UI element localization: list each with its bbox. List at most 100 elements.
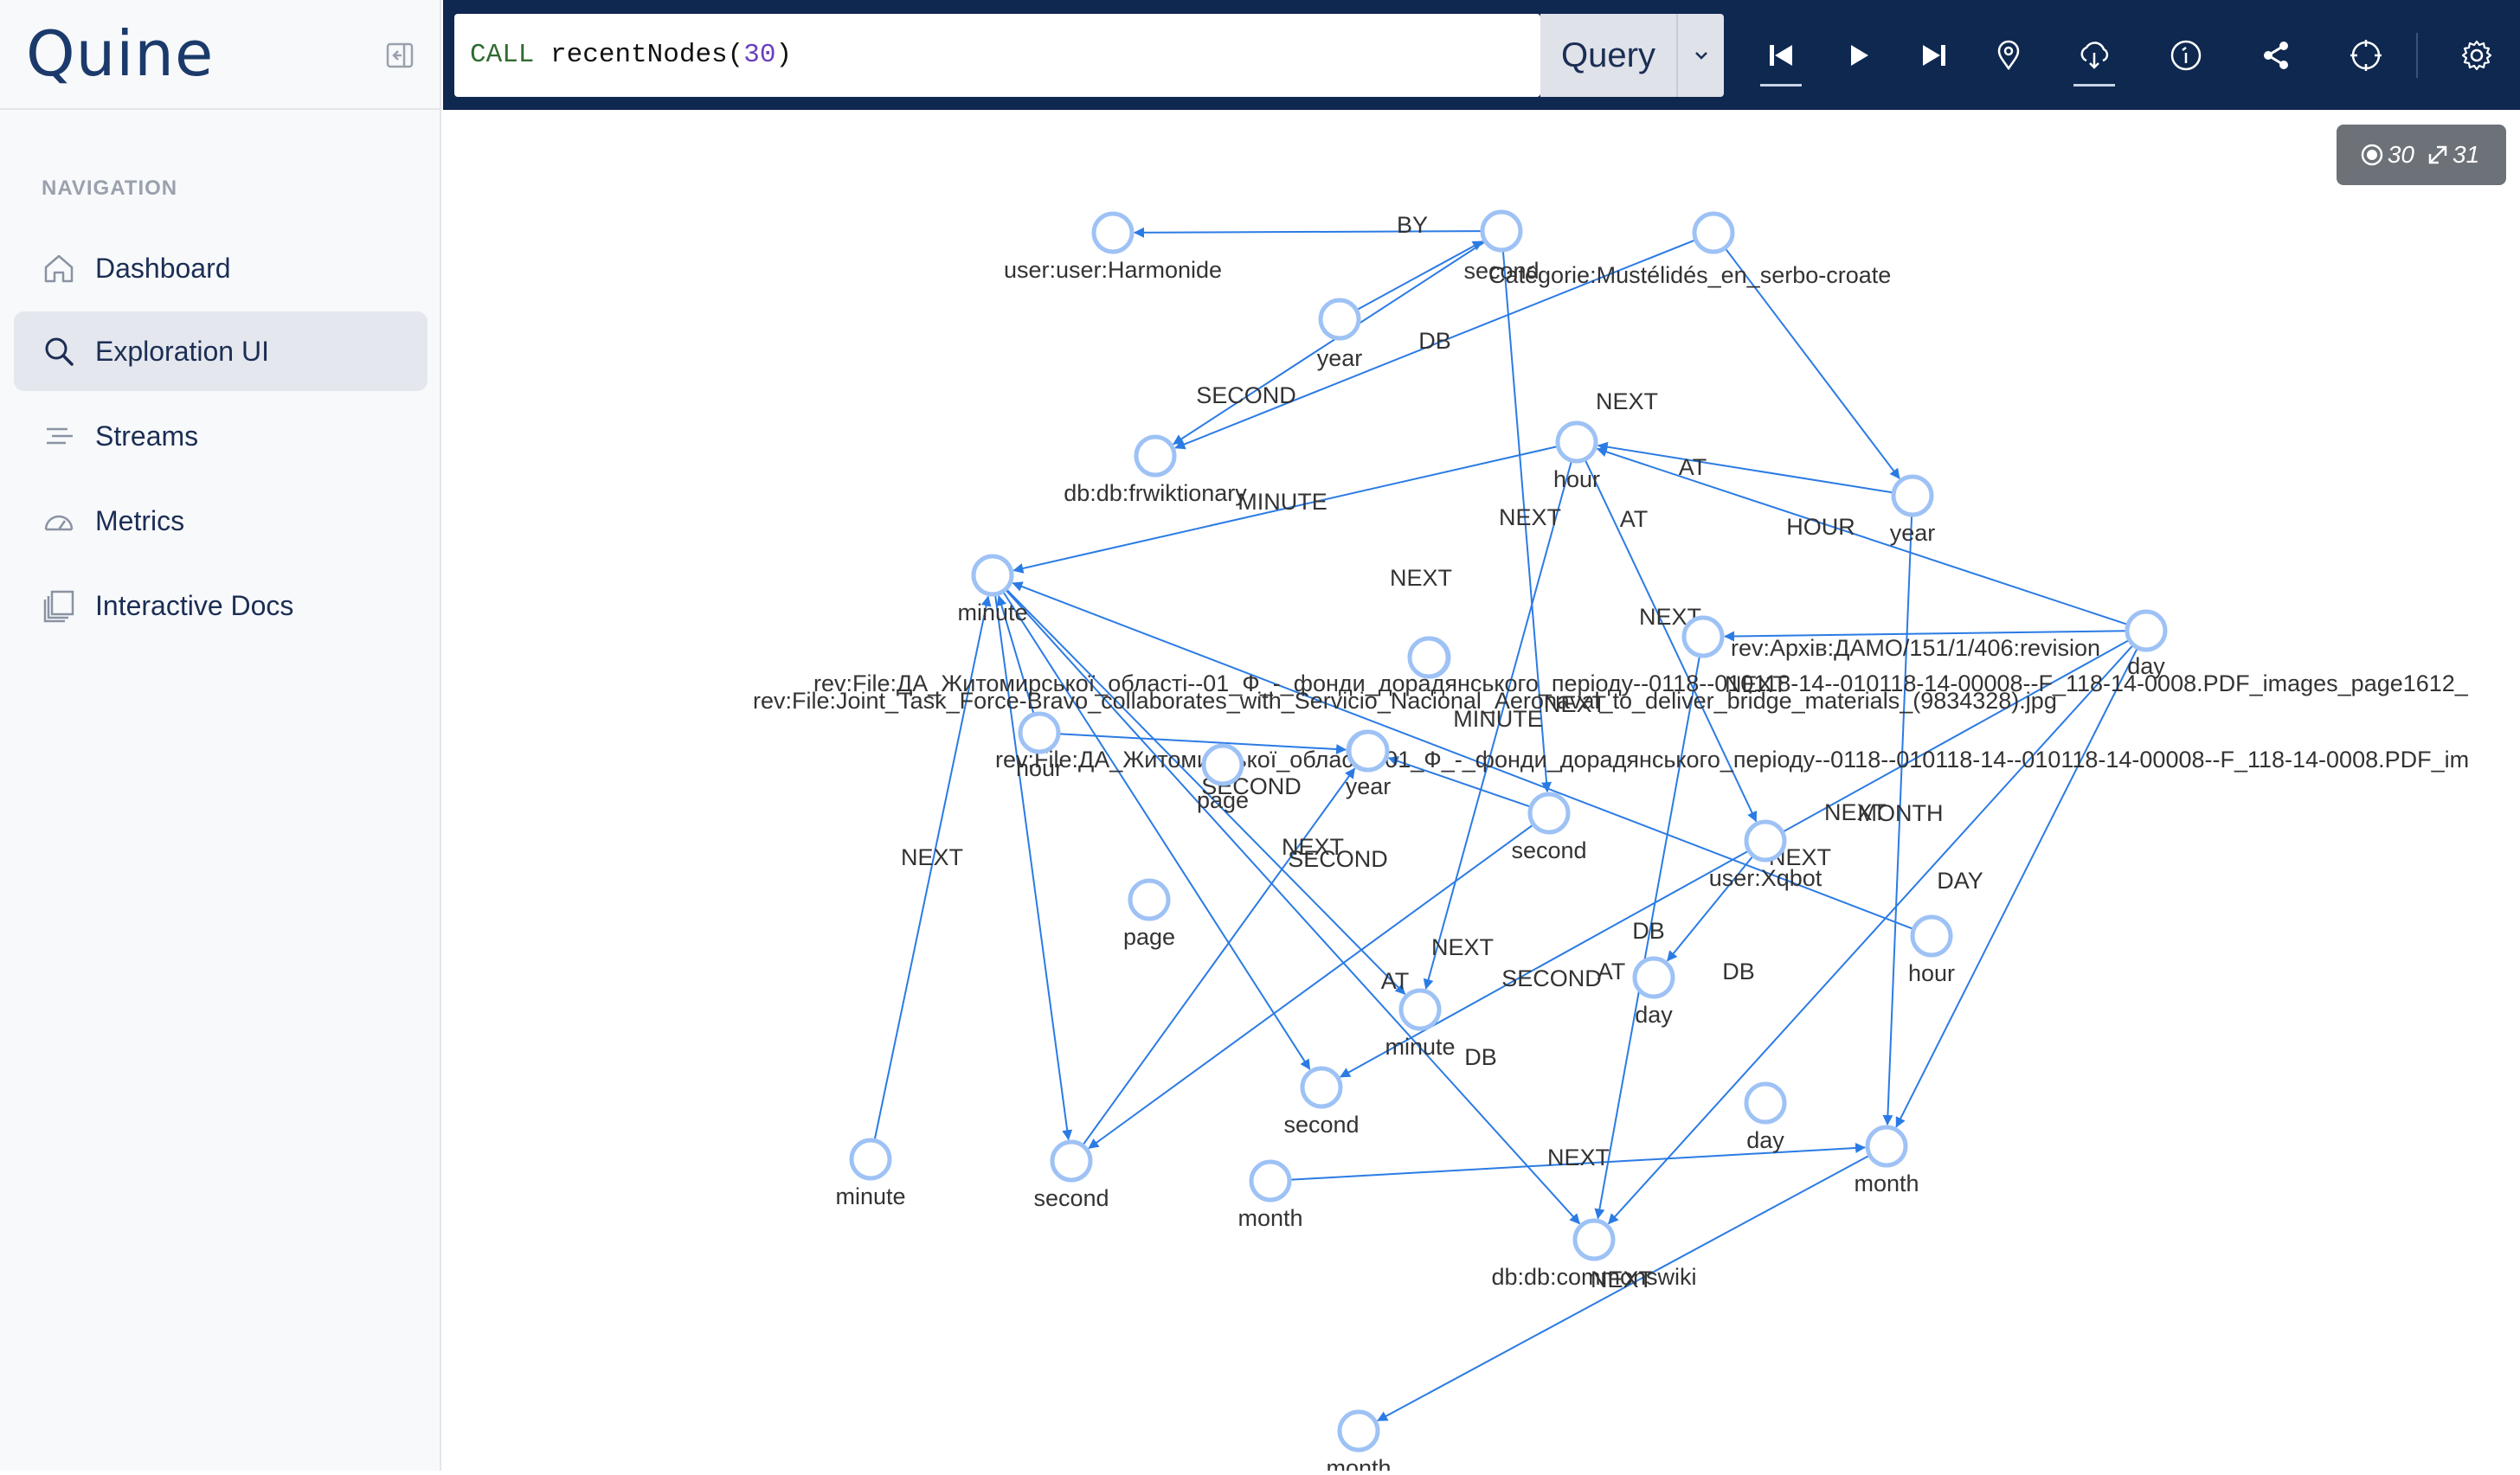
node-circle[interactable] bbox=[1091, 211, 1135, 254]
nav-item-streams[interactable]: Streams bbox=[14, 396, 428, 476]
node-circle[interactable] bbox=[1398, 988, 1442, 1031]
node-circle[interactable] bbox=[971, 554, 1014, 597]
nav-item-dashboard[interactable]: Dashboard bbox=[14, 228, 428, 308]
graph-node[interactable]: minute bbox=[835, 1138, 906, 1209]
graph-edge[interactable] bbox=[1173, 240, 1487, 446]
graph-node[interactable]: user:user:Harmonide bbox=[1004, 211, 1222, 283]
graph-node[interactable]: hour bbox=[1908, 914, 1955, 986]
node-circle[interactable] bbox=[1318, 298, 1361, 341]
graph-edge[interactable] bbox=[1594, 655, 1701, 1220]
node-circle[interactable] bbox=[1555, 420, 1598, 464]
skip-back-button[interactable] bbox=[1755, 29, 1807, 87]
graph-node[interactable]: page bbox=[1197, 743, 1249, 813]
node-circle[interactable] bbox=[1891, 474, 1934, 517]
query-input[interactable]: CALL recentNodes(30) bbox=[470, 40, 793, 70]
query-options-dropdown[interactable] bbox=[1676, 14, 1724, 97]
graph-node[interactable]: year bbox=[1317, 298, 1363, 371]
download-cloud-button[interactable] bbox=[2068, 29, 2120, 87]
node-circle[interactable] bbox=[1128, 878, 1171, 921]
graph-node[interactable]: hour bbox=[1016, 711, 1063, 781]
graph-edge[interactable] bbox=[1005, 587, 1406, 995]
graph-node[interactable]: page bbox=[1123, 878, 1175, 950]
pin-button[interactable] bbox=[1983, 29, 2035, 81]
node-circle[interactable] bbox=[1347, 729, 1390, 773]
graph-edge[interactable] bbox=[1339, 638, 2131, 1078]
graph-edge[interactable] bbox=[1724, 247, 1900, 479]
graph-edge[interactable] bbox=[1882, 514, 1913, 1126]
graph-edge[interactable] bbox=[1082, 767, 1356, 1146]
graph-node[interactable]: second bbox=[1033, 1139, 1109, 1211]
query-editor[interactable]: CALL recentNodes(30) bbox=[454, 14, 1540, 97]
node-circle[interactable] bbox=[1201, 743, 1244, 786]
graph-edge[interactable] bbox=[1501, 249, 1552, 793]
graph-edge[interactable] bbox=[996, 595, 1035, 715]
graph-node[interactable]: hour bbox=[1553, 420, 1600, 492]
skip-forward-button[interactable] bbox=[1908, 29, 1960, 81]
graph-node[interactable]: day bbox=[2125, 609, 2168, 679]
nav-item-interactive-docs[interactable]: Interactive Docs bbox=[14, 566, 428, 645]
graph-edge[interactable] bbox=[1377, 1154, 1871, 1422]
graph-node[interactable]: user:Xqbot bbox=[1709, 819, 1822, 891]
graph-node[interactable]: year bbox=[1346, 729, 1392, 799]
graph-edge[interactable] bbox=[1387, 756, 1532, 808]
graph-node[interactable]: second bbox=[1511, 792, 1587, 863]
node-circle[interactable] bbox=[1744, 819, 1787, 863]
graph-edge[interactable] bbox=[1133, 227, 1483, 238]
graph-node[interactable]: day bbox=[1744, 1081, 1787, 1153]
node-circle[interactable] bbox=[1480, 209, 1523, 253]
node-circle[interactable] bbox=[1527, 792, 1571, 835]
graph-node[interactable]: second bbox=[1463, 209, 1540, 284]
graph-edge[interactable] bbox=[1174, 239, 1696, 450]
share-button[interactable] bbox=[2250, 29, 2302, 81]
graph-edge[interactable] bbox=[1597, 441, 1894, 494]
node-circle[interactable] bbox=[2125, 609, 2168, 652]
collapse-sidebar-button[interactable] bbox=[384, 40, 415, 71]
node-circle[interactable] bbox=[1692, 211, 1735, 254]
nav-item-metrics[interactable]: Metrics bbox=[14, 481, 428, 561]
play-button[interactable] bbox=[1833, 29, 1885, 81]
graph-node[interactable]: month bbox=[1238, 1159, 1303, 1231]
graph-edge[interactable] bbox=[1012, 445, 1559, 574]
graph-edge[interactable] bbox=[1596, 446, 2129, 626]
graph-node[interactable]: rev:File:ДА_Житомирської_області--01_Ф_-… bbox=[813, 636, 2469, 696]
node-circle[interactable] bbox=[1249, 1159, 1292, 1202]
graph-node[interactable]: day bbox=[1632, 956, 1675, 1028]
nav-item-exploration-ui[interactable]: Exploration UI bbox=[14, 311, 428, 391]
graph-node[interactable]: rev:Архів:ДАМО/151/1/406:revision bbox=[1681, 615, 2100, 661]
graph-node[interactable]: second bbox=[1283, 1066, 1360, 1138]
node-circle[interactable] bbox=[1910, 914, 1953, 958]
info-button[interactable] bbox=[2160, 29, 2212, 81]
graph-node[interactable]: month bbox=[1854, 1125, 1919, 1196]
node-circle[interactable] bbox=[1407, 636, 1450, 679]
graph-edge[interactable] bbox=[993, 593, 1073, 1141]
graph-node[interactable]: db:db:commonswiki bbox=[1491, 1218, 1697, 1290]
graph-node[interactable]: Catégorie:Mustélidés_en_serbo-croate bbox=[1488, 211, 1891, 288]
settings-button[interactable] bbox=[2451, 29, 2503, 81]
graph-edge[interactable] bbox=[1005, 588, 1580, 1225]
graph-edge[interactable] bbox=[873, 595, 992, 1141]
graph-node[interactable]: minute bbox=[957, 554, 1028, 625]
graph-edge[interactable] bbox=[1423, 459, 1573, 990]
graph-node[interactable]: month bbox=[1326, 1409, 1392, 1475]
graph-edge[interactable] bbox=[1608, 644, 2134, 1225]
graph-edge[interactable] bbox=[1002, 590, 1311, 1070]
graph-node[interactable]: minute bbox=[1385, 988, 1456, 1060]
node-circle[interactable] bbox=[1337, 1409, 1380, 1453]
node-circle[interactable] bbox=[1300, 1066, 1343, 1109]
node-circle[interactable] bbox=[1744, 1081, 1787, 1125]
graph-edge[interactable] bbox=[1088, 824, 1534, 1150]
node-circle[interactable] bbox=[849, 1138, 892, 1181]
graph-edge[interactable] bbox=[1058, 733, 1347, 754]
graph-edge[interactable] bbox=[1584, 459, 1758, 823]
graph-edge[interactable] bbox=[1355, 240, 1483, 311]
node-circle[interactable] bbox=[1134, 434, 1177, 478]
node-circle[interactable] bbox=[1050, 1139, 1093, 1183]
quine-logo[interactable]: Quine bbox=[26, 17, 215, 90]
query-button[interactable]: Query bbox=[1540, 14, 1676, 97]
graph-node[interactable]: db:db:frwiktionary bbox=[1064, 434, 1247, 506]
node-circle[interactable] bbox=[1681, 615, 1725, 658]
graph-edge[interactable] bbox=[1667, 855, 1754, 962]
graph-node[interactable]: year bbox=[1890, 474, 1936, 546]
